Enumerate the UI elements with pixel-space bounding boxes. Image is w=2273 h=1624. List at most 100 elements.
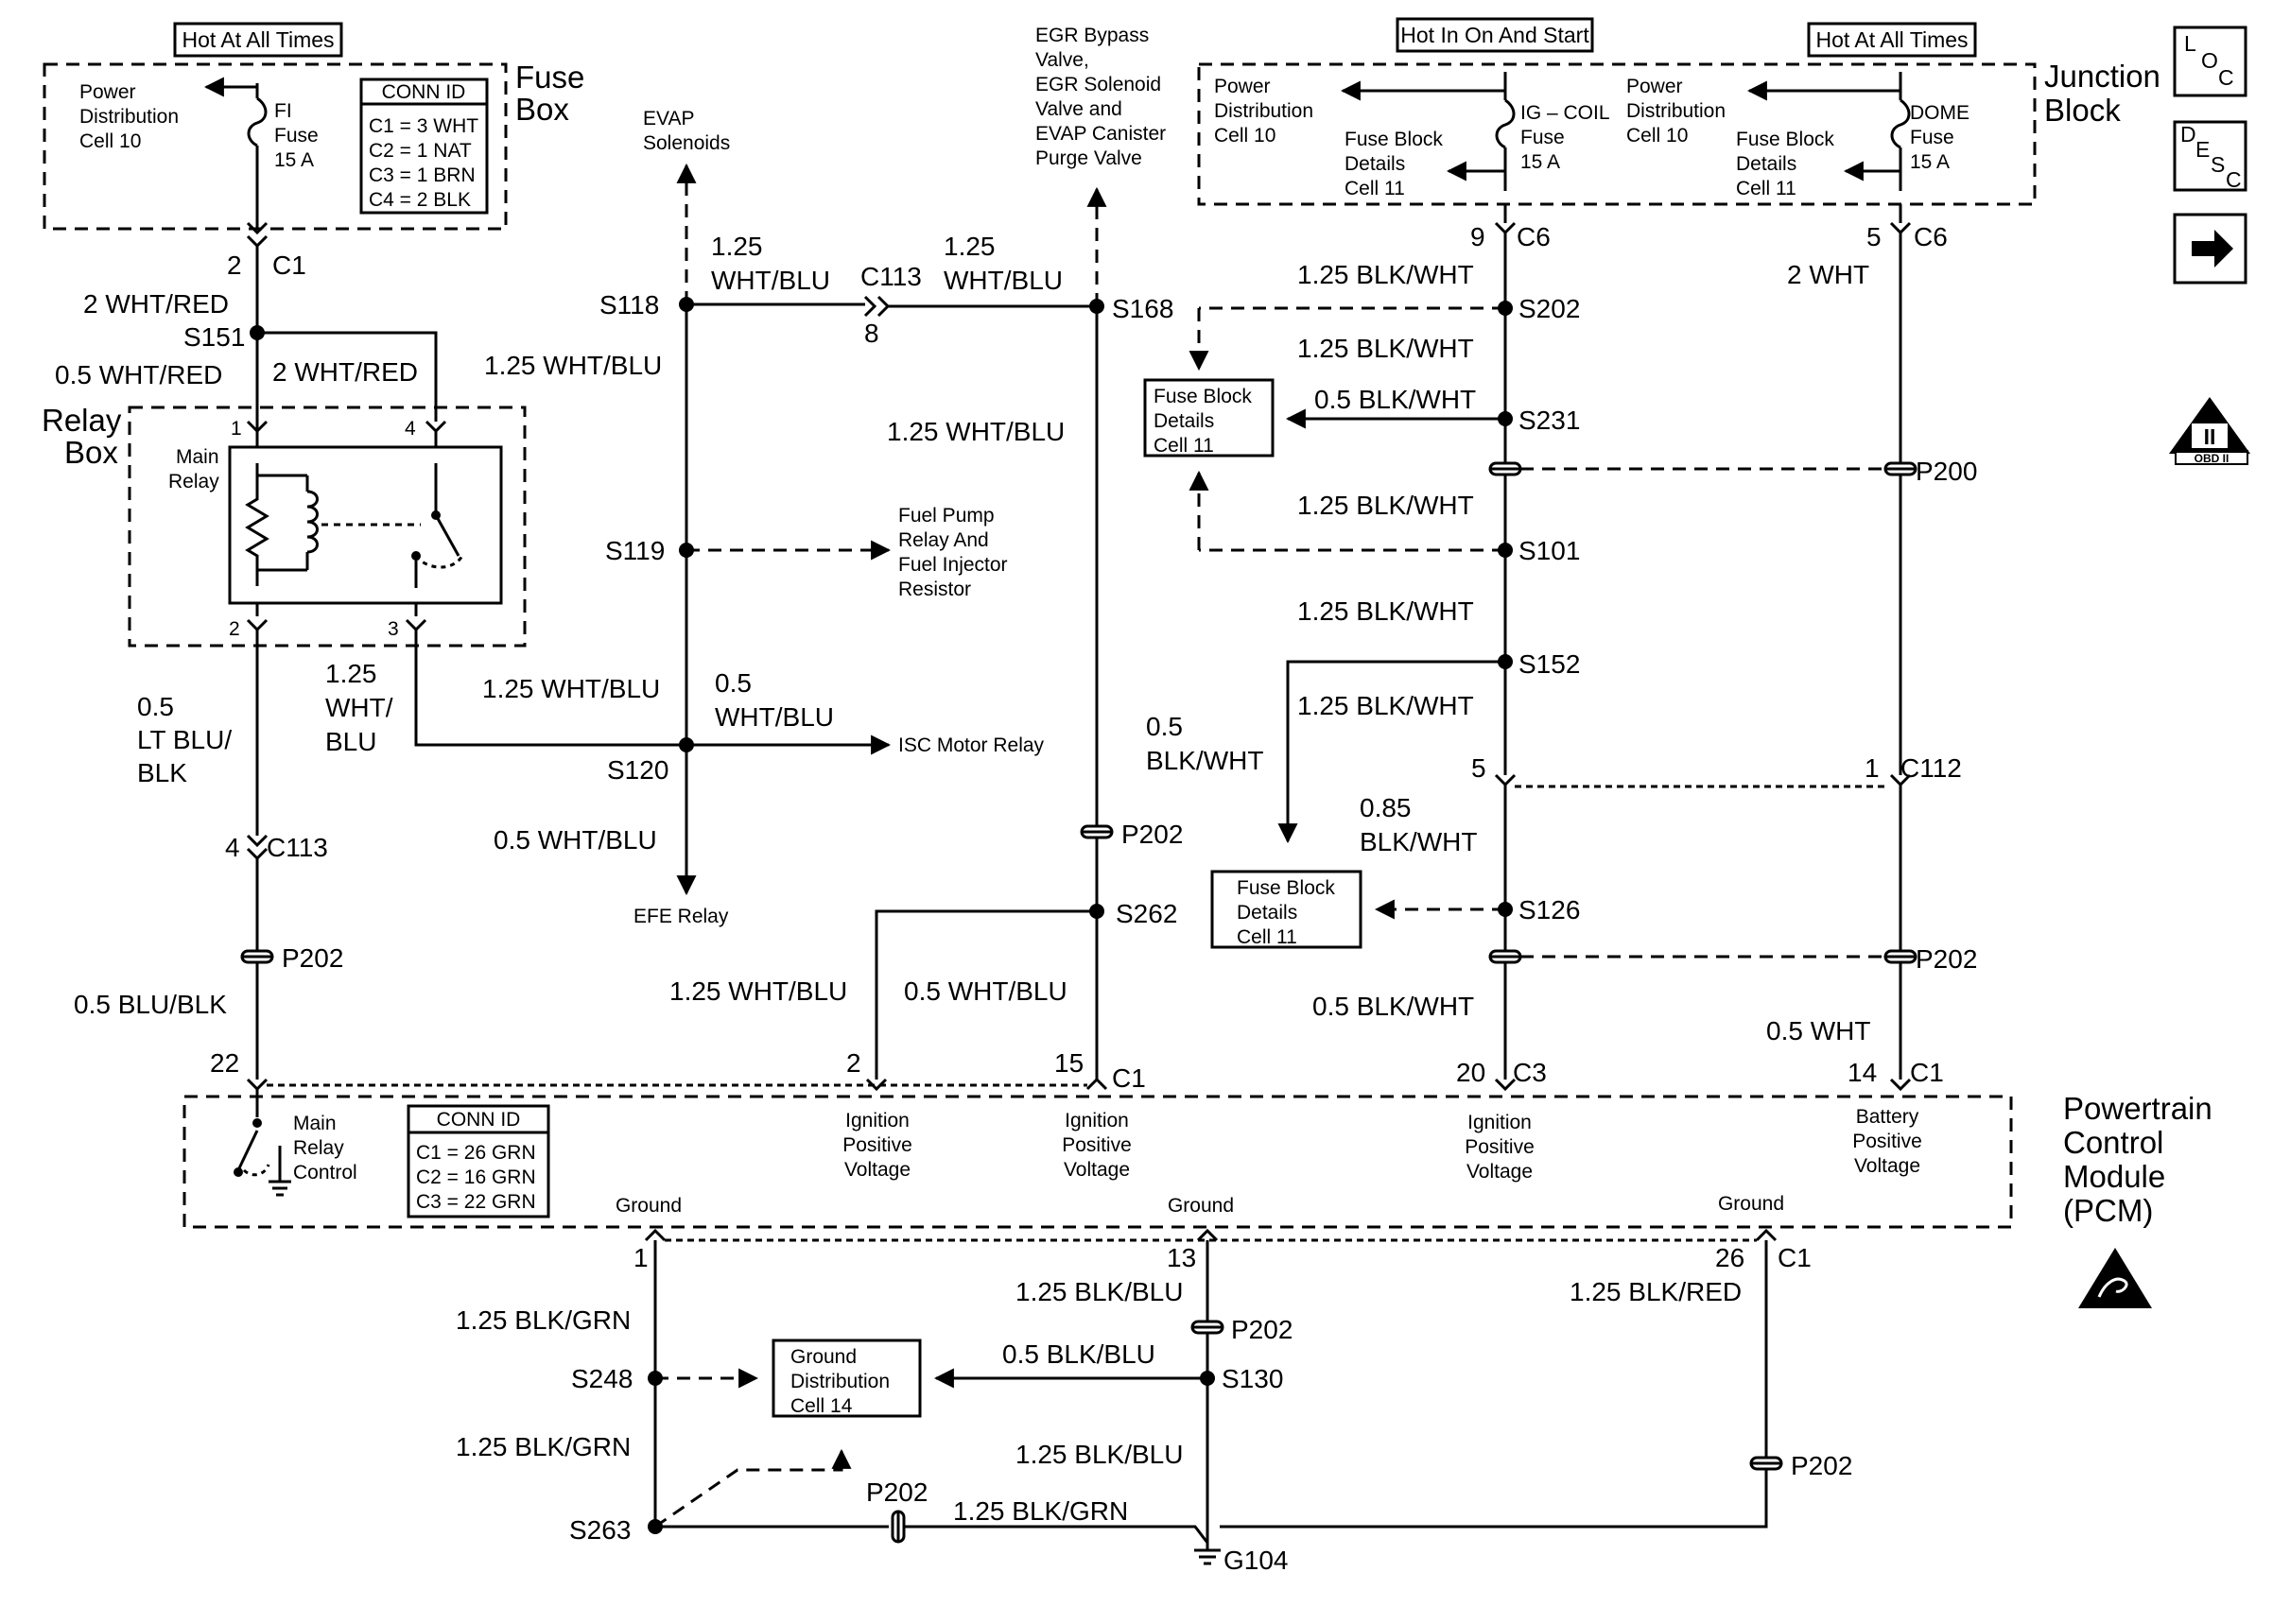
c113-mid-pin: 8	[864, 319, 879, 348]
gnd-c1-label: C1	[1778, 1243, 1812, 1272]
egr-label-2: Valve,	[1035, 49, 1089, 71]
wire-05whtblu-c: 0.5 WHT/BLU	[904, 976, 1067, 1006]
pcm-conn-id-1: C2 = 16 GRN	[416, 1166, 536, 1188]
splice-s262-label: S262	[1116, 899, 1177, 928]
relay-box-title-2: Box	[64, 435, 118, 470]
hot-at-all-times-right: Hot At All Times	[1815, 27, 1968, 52]
splice-s152-label: S152	[1518, 649, 1580, 679]
wire-125blkgrn-b: 1.25 BLK/GRN	[456, 1432, 631, 1461]
fuse-box-conn-id-table	[359, 78, 489, 215]
pcm-conn-id-title: CONN ID	[437, 1109, 521, 1131]
desc-icon[interactable]	[2173, 120, 2247, 192]
wire-05blkwht-a: 0.5 BLK/WHT	[1314, 385, 1476, 414]
wire-05blkwht-c: 0.5 BLK/WHT	[1312, 992, 1474, 1021]
pcm-title-2: Control	[2063, 1125, 2163, 1160]
c112-left-connector	[1494, 773, 1517, 787]
p202-left-label: P202	[282, 943, 343, 973]
jb-fbd-left-1: Fuse Block	[1345, 129, 1443, 150]
splice-s118-label: S118	[599, 290, 659, 320]
gnd-pin-13: 13	[1167, 1243, 1196, 1272]
jb-fbd-right-2: Details	[1736, 153, 1796, 175]
main-relay-box	[228, 445, 503, 605]
splice-s119	[679, 543, 694, 558]
arrow-right-icon[interactable]	[2173, 213, 2247, 285]
wire-125whtblu-f3: BLU	[325, 727, 376, 756]
ground-b: Ground	[1168, 1195, 1234, 1217]
splice-s151-label: S151	[183, 322, 245, 352]
wire-125blkwht-e: 1.25 BLK/WHT	[1297, 691, 1474, 720]
wire-125blkred: 1.25 BLK/RED	[1570, 1277, 1742, 1306]
splice-s231-label: S231	[1518, 406, 1580, 435]
ig-coil-label-1: IG – COIL	[1520, 102, 1610, 124]
fi-fuse-symbol	[247, 96, 268, 147]
c112-left-pin: 5	[1471, 753, 1486, 783]
fbd-b-2: Details	[1237, 902, 1297, 924]
wire-05whtblu-a2: WHT/BLU	[715, 702, 834, 732]
junction-block-title-2: Block	[2044, 93, 2121, 128]
loc-icon[interactable]	[2173, 26, 2247, 97]
pcm-c3-label: C3	[1513, 1058, 1547, 1087]
arrow-right-glyph	[2192, 230, 2233, 268]
hot-in-on-start-box	[1396, 17, 1594, 53]
relay-switch-contact	[434, 514, 460, 557]
jb-fbd-left-3: Cell 11	[1345, 178, 1405, 199]
pcm-title-4: (PCM)	[2063, 1193, 2153, 1228]
pcm-conn-id-2: C3 = 22 GRN	[416, 1191, 536, 1213]
wire-125whtblu-c: 1.25 WHT/BLU	[484, 351, 662, 380]
c112-label: C112	[1900, 753, 1962, 783]
main-relay-control-3: Control	[293, 1162, 357, 1183]
fbd-a-2: Details	[1154, 410, 1214, 432]
wire-05ltblublk-1: 0.5	[137, 692, 174, 721]
relay-pin-3: 3	[388, 618, 399, 640]
ign-b-2: Positive	[1062, 1134, 1132, 1156]
wire-2whtred-a: 2 WHT/RED	[83, 289, 229, 319]
wire-085blkwht-1: 0.85	[1360, 793, 1412, 822]
relay-box-outline	[128, 406, 527, 648]
hot-at-all-times-right-box	[1807, 22, 1977, 58]
c113-mid-label: C113	[860, 262, 922, 291]
pcm-pin-22: 22	[210, 1048, 239, 1078]
egr-label-4: Valve and	[1035, 98, 1122, 120]
main-relay-control-2: Relay	[293, 1137, 344, 1159]
pcm-pin-14: 14	[1848, 1058, 1877, 1087]
fuse-box-pd-2: Distribution	[79, 106, 179, 128]
wire-2wht: 2 WHT	[1787, 260, 1869, 289]
fuel-pump-label-2: Relay And	[898, 529, 989, 551]
splice-s248	[648, 1371, 663, 1386]
evap-label-2: Solenoids	[643, 132, 730, 154]
c113-left-pin: 4	[225, 833, 240, 862]
ig-coil-fuse-symbol	[1495, 98, 1516, 149]
bat-1: Battery	[1856, 1106, 1919, 1128]
wire-125whtblu-f1: 1.25	[325, 659, 377, 688]
splice-s262	[1089, 904, 1104, 919]
splice-s120-label: S120	[607, 755, 668, 785]
ign-a-1: Ignition	[845, 1110, 910, 1132]
wire-2whtred-b: 2 WHT/RED	[272, 357, 418, 387]
junction-block-title-1: Junction	[2044, 59, 2160, 94]
obd-text: OBD II	[2195, 452, 2230, 465]
ground-c: Ground	[1718, 1193, 1784, 1215]
main-relay-label-2: Relay	[168, 471, 219, 492]
fuel-pump-label-1: Fuel Pump	[898, 505, 995, 527]
evap-label-1: EVAP	[643, 108, 694, 130]
fuse-box-pd-3: Cell 10	[79, 130, 141, 152]
relay-box-title-1: Relay	[42, 403, 122, 438]
wire-05whtblu-b: 0.5 WHT/BLU	[494, 825, 657, 855]
bat-3: Voltage	[1854, 1155, 1920, 1177]
g104-label: G104	[1223, 1546, 1289, 1575]
fuel-pump-label-4: Resistor	[898, 579, 971, 600]
p202-mid-label: P202	[1121, 820, 1183, 849]
desc-s: S	[2211, 152, 2225, 177]
splice-s168	[1089, 299, 1104, 314]
pcm-outline	[182, 1095, 2013, 1229]
jb-pd-right-3: Cell 10	[1626, 125, 1688, 147]
jb-fbd-right-3: Cell 11	[1736, 178, 1796, 199]
c1-top-pin: 2	[227, 251, 242, 280]
wire-125blkgrn-a: 1.25 BLK/GRN	[456, 1305, 631, 1335]
egr-label-6: Purge Valve	[1035, 147, 1142, 169]
jb-pd-right-1: Power	[1626, 76, 1683, 97]
dome-label-2: Fuse	[1910, 127, 1954, 148]
pcm-c1-b: C1	[1910, 1058, 1944, 1087]
loc-c: C	[2218, 65, 2234, 90]
pcm-conn-id-table	[407, 1104, 550, 1218]
